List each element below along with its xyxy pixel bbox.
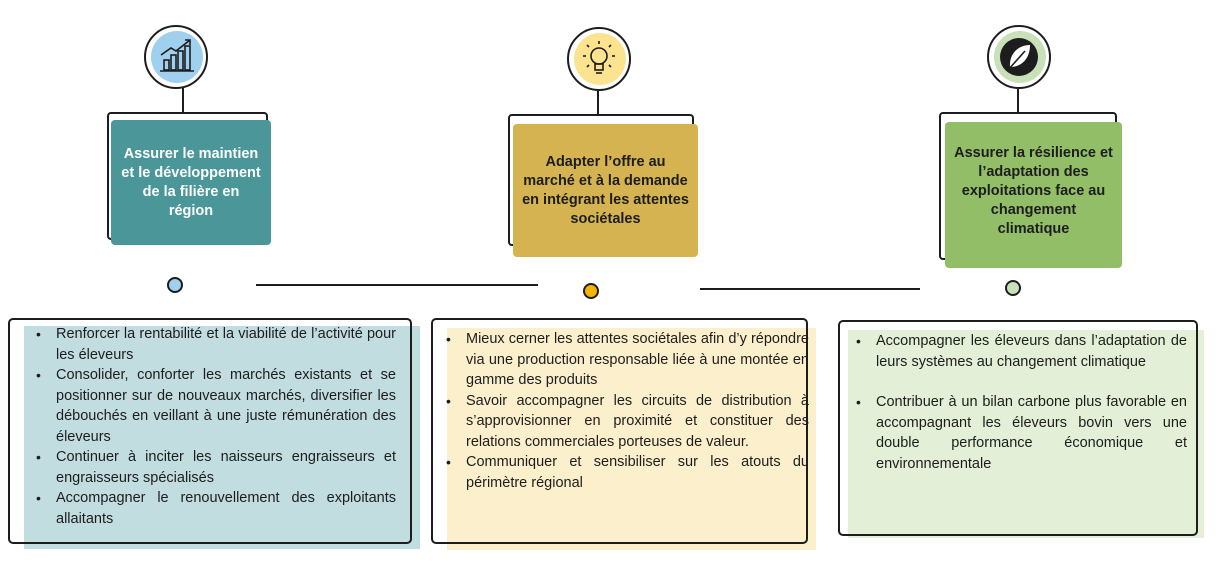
growth-chart-icon xyxy=(160,39,194,72)
timeline-dot-3 xyxy=(1005,280,1021,296)
connector-line-2 xyxy=(700,288,920,290)
list-item: Mieux cerner les attentes sociétales afi… xyxy=(446,329,809,391)
timeline-dot-2 xyxy=(583,283,599,299)
stem-2 xyxy=(597,89,599,115)
list-item: Savoir accompagner les circuits de distr… xyxy=(446,391,809,453)
card-3-list: Accompagner les éleveurs dans l’adaptati… xyxy=(854,331,1187,474)
connector-line-1 xyxy=(256,284,538,286)
list-item: Accompagner les éleveurs dans l’adaptati… xyxy=(856,331,1187,372)
growth-chart-icon-circle xyxy=(144,25,208,89)
lightbulb-icon xyxy=(583,41,615,74)
card-1 xyxy=(8,318,412,544)
column-1-title: Assurer le maintien et le développement … xyxy=(121,145,261,219)
leaf-icon xyxy=(1000,38,1038,76)
list-item: Contribuer à un bilan carbone plus favor… xyxy=(856,392,1187,474)
timeline-dot-1 xyxy=(167,277,183,293)
list-item: Renforcer la rentabilité et la viabilité… xyxy=(36,324,396,365)
card-3 xyxy=(838,320,1198,536)
leaf-icon-circle xyxy=(987,25,1051,89)
column-2-title: Adapter l’offre au marché et à la demand… xyxy=(522,153,689,227)
stem-3 xyxy=(1017,87,1019,113)
column-3-title: Assurer la résilience et l’adaptation de… xyxy=(954,144,1113,237)
card-2-list: Mieux cerner les attentes sociétales afi… xyxy=(444,329,809,493)
list-item: Continuer à inciter les naisseurs engrai… xyxy=(36,447,396,488)
lightbulb-icon-circle xyxy=(567,27,631,91)
list-item: Accompagner le renouvellement des exploi… xyxy=(36,488,396,529)
list-item: Consolider, conforter les marchés exista… xyxy=(36,365,396,447)
list-item: Communiquer et sensibiliser sur les atou… xyxy=(446,452,809,493)
card-1-list: Renforcer la rentabilité et la viabilité… xyxy=(34,324,396,529)
stem-1 xyxy=(182,87,184,113)
